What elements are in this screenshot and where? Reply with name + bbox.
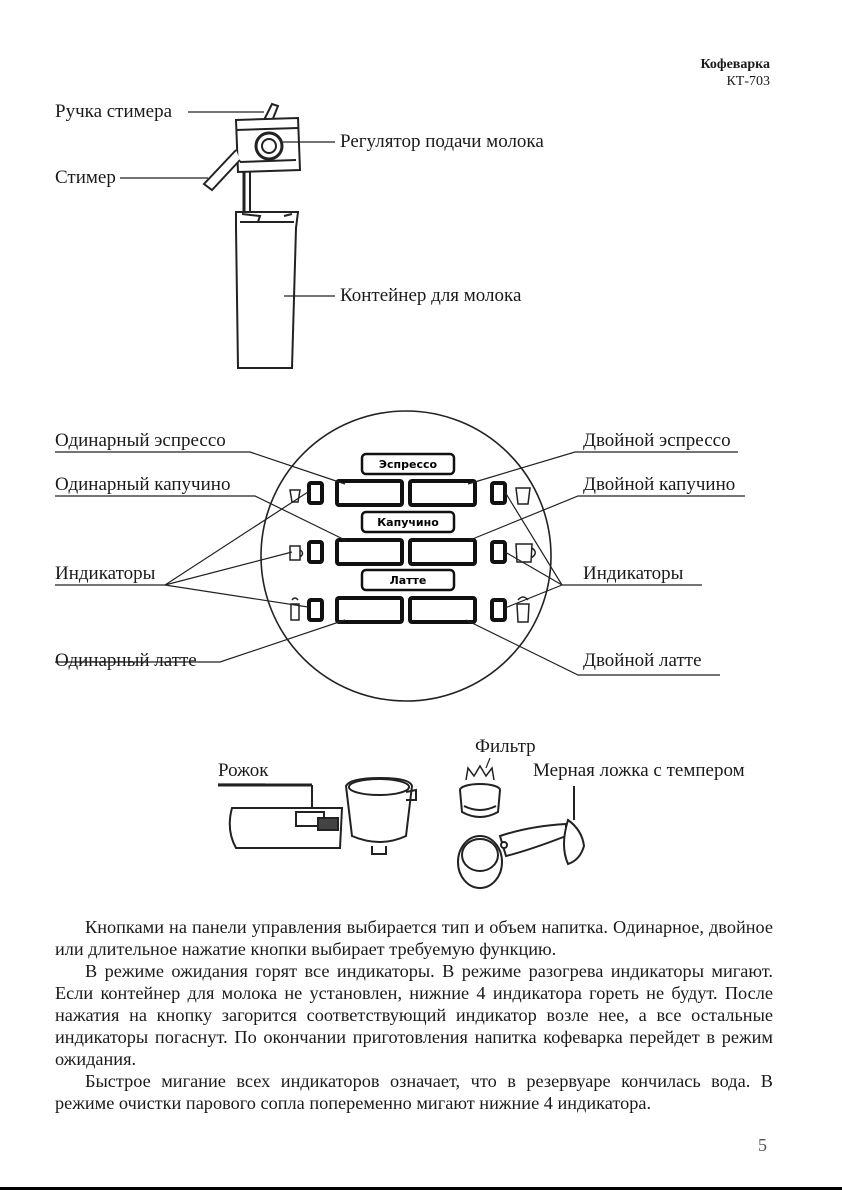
label-indicators-left: Индикаторы xyxy=(55,563,156,584)
cappuccino-button-label: Капучино xyxy=(377,516,439,529)
frother-leader-lines xyxy=(120,111,335,297)
label-double-espresso: Двойной эспрессо xyxy=(583,430,731,451)
label-filter: Фильтр xyxy=(475,736,536,757)
double-latte-button[interactable] xyxy=(408,596,477,624)
panel-leader-lines xyxy=(55,451,745,676)
indicator-single-espresso xyxy=(307,481,324,505)
big-mug-icon xyxy=(515,543,536,563)
milk-frother-drawing xyxy=(202,102,302,369)
espresso-button-label: Эспрессо xyxy=(379,458,438,471)
control-panel-drawing: Эспрессо Капучино Латте xyxy=(260,410,552,702)
label-milk-container: Контейнер для молока xyxy=(340,285,522,306)
label-steam-handle: Ручка стимера xyxy=(55,101,173,122)
cappuccino-button-frame[interactable] xyxy=(360,510,456,534)
label-milk-regulator: Регулятор подачи молока xyxy=(340,131,544,152)
page-number: 5 xyxy=(758,1135,767,1155)
bottom-rule xyxy=(0,1187,842,1190)
double-cappuccino-button[interactable] xyxy=(408,538,477,566)
header-title: Кофеварка xyxy=(700,57,770,72)
espresso-button-frame[interactable] xyxy=(360,452,456,476)
indicator-double-espresso xyxy=(490,481,507,505)
filter-drawing xyxy=(459,764,501,818)
single-cappuccino-button[interactable] xyxy=(335,538,404,566)
single-espresso-button[interactable] xyxy=(335,479,404,507)
latte-button-label: Латте xyxy=(390,574,427,587)
big-cup-icon xyxy=(515,487,531,505)
paragraph-2: В режиме ожидания горят все индикаторы. … xyxy=(55,961,773,1069)
filter-holder-drawing xyxy=(218,776,417,855)
header-model: КТ-703 xyxy=(726,74,770,89)
small-cup-icon xyxy=(289,489,301,503)
label-double-cappuccino: Двойной капучино xyxy=(583,474,736,495)
label-single-latte: Одинарный латте xyxy=(55,650,197,671)
paragraph-3: Быстрое мигание всех индикаторов означае… xyxy=(55,1071,773,1113)
measuring-spoon-drawing xyxy=(457,786,586,889)
latte-button-frame[interactable] xyxy=(360,568,456,592)
indicator-single-latte xyxy=(307,598,324,622)
indicator-double-cappuccino xyxy=(490,540,507,564)
double-espresso-button[interactable] xyxy=(408,479,477,507)
label-single-cappuccino: Одинарный капучино xyxy=(55,474,231,495)
indicator-single-cappuccino xyxy=(307,540,324,564)
small-glass-icon xyxy=(290,597,300,621)
small-mug-icon xyxy=(289,545,304,561)
body-text: Кнопками на панели управления выбирается… xyxy=(55,916,773,1114)
label-steamer: Стимер xyxy=(55,167,116,188)
accessories-leader-lines xyxy=(218,757,491,785)
paragraph-1: Кнопками на панели управления выбирается… xyxy=(55,917,773,959)
label-holder: Рожок xyxy=(218,760,269,781)
indicator-double-latte xyxy=(490,598,507,622)
label-measuring-spoon: Мерная ложка с темпером xyxy=(533,760,745,781)
document-header: Кофеварка КТ-703 xyxy=(700,56,770,90)
label-double-latte: Двойной латте xyxy=(583,650,702,671)
label-indicators-right: Индикаторы xyxy=(583,563,684,584)
label-single-espresso: Одинарный эспрессо xyxy=(55,430,226,451)
single-latte-button[interactable] xyxy=(335,596,404,624)
